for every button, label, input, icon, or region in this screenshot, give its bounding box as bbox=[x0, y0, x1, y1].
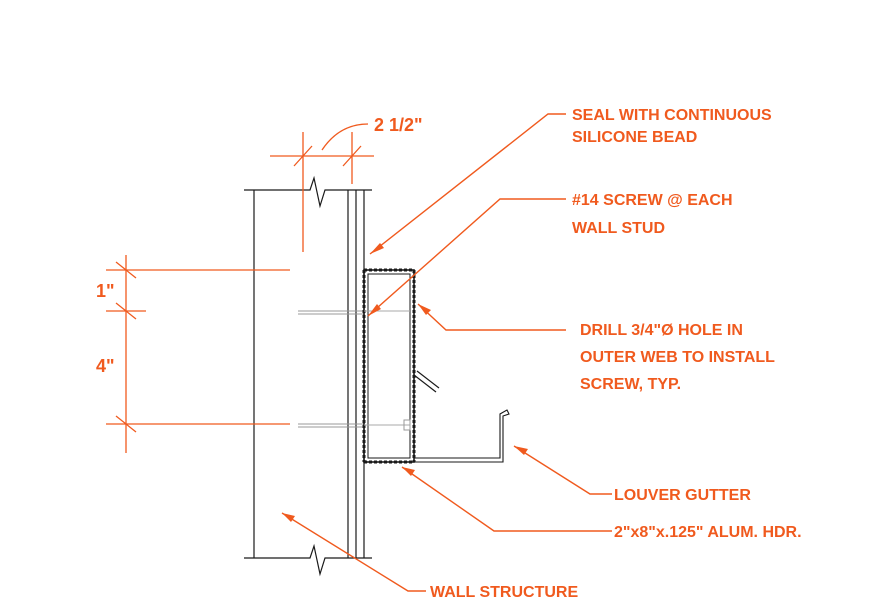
callout-drill-line3: SCREW, TYP. bbox=[580, 376, 681, 393]
callout-seal-line1: SEAL WITH CONTINUOUS bbox=[572, 107, 772, 124]
dim-screw-spacing: 4" bbox=[96, 356, 115, 376]
aluminum-header bbox=[362, 268, 440, 464]
callout-alum-header: 2"x8"x.125" ALUM. HDR. bbox=[614, 524, 802, 541]
callout-louver-gutter: LOUVER GUTTER bbox=[614, 487, 751, 504]
dim-top-offset: 1" bbox=[96, 281, 115, 301]
leader-arrowheads bbox=[282, 243, 528, 522]
dim-seal-width: 2 1/2" bbox=[374, 115, 423, 135]
wall-structure bbox=[244, 175, 372, 577]
leader-lines bbox=[281, 113, 612, 592]
louver-gutter bbox=[414, 409, 510, 463]
callout-drill-line1: DRILL 3/4"Ø HOLE IN bbox=[580, 322, 743, 339]
dimension-lines bbox=[106, 123, 374, 453]
callout-wall-structure: WALL STRUCTURE bbox=[430, 584, 578, 601]
callout-screw-line1: #14 SCREW @ EACH bbox=[572, 192, 733, 209]
callout-seal-line2: SILICONE BEAD bbox=[572, 129, 697, 146]
callout-drill-line2: OUTER WEB TO INSTALL bbox=[580, 349, 775, 366]
callout-screw-line2: WALL STUD bbox=[572, 220, 665, 237]
